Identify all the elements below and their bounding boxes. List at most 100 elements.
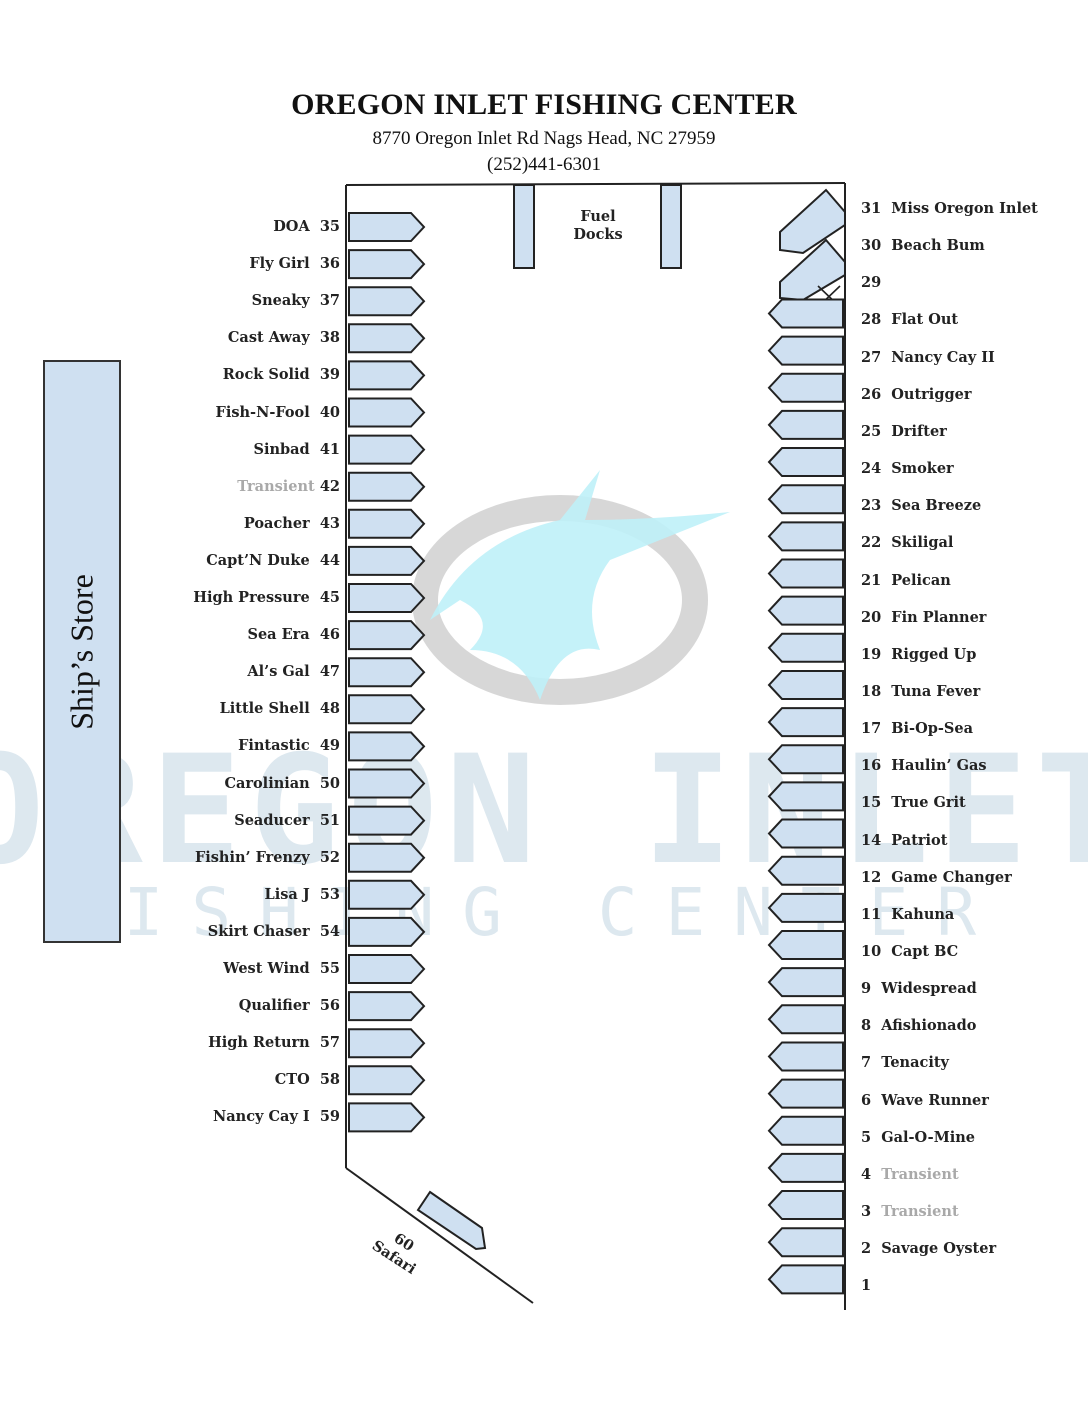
slip-35[interactable] [348, 212, 426, 242]
slip-9[interactable] [767, 967, 844, 998]
slip-number: 53 [319, 885, 340, 903]
slip-number: 48 [319, 700, 340, 718]
slip-25[interactable] [767, 409, 844, 440]
slip-46[interactable] [348, 620, 426, 651]
slip-label-46: Sea Era 46 [247, 626, 340, 644]
slip-53[interactable] [348, 879, 426, 910]
slip-number: 37 [319, 292, 340, 310]
boat-name: Nancy Cay I [213, 1108, 310, 1126]
boat-name: Transient [237, 477, 315, 495]
slip-18[interactable] [767, 669, 844, 700]
slip-number: 2 [861, 1240, 872, 1258]
boat-name: Poacher [243, 514, 310, 532]
slip-52[interactable] [348, 842, 426, 873]
ships-store-label: Ship’s Store [63, 573, 100, 730]
slip-10[interactable] [767, 930, 844, 960]
slip-38[interactable] [348, 323, 426, 354]
slip-label-18: 18 Tuna Fever [861, 683, 980, 701]
slip-label-27: 27 Nancy Cay II [861, 349, 995, 367]
fuel-docks-label: Fuel Docks [567, 208, 629, 244]
slip-59[interactable] [348, 1102, 426, 1133]
slip-11[interactable] [767, 892, 844, 923]
watermark-line-1: OREGON INLET [0, 724, 1088, 898]
boat-name: Patriot [891, 831, 948, 849]
slip-50[interactable] [348, 768, 426, 799]
slip-label-52: Fishin’ Frenzy 52 [195, 849, 340, 867]
slip-8[interactable] [767, 1004, 844, 1035]
slip-51[interactable] [348, 805, 426, 836]
boat-name: Seaducer [234, 811, 310, 829]
slip-label-4: 4 Transient [861, 1166, 959, 1184]
slip-23[interactable] [767, 484, 844, 515]
slip-37[interactable] [348, 286, 426, 317]
slip-48[interactable] [348, 694, 426, 725]
boat-name: Rigged Up [891, 645, 977, 663]
slip-label-30: 30 Beach Bum [861, 237, 985, 255]
slip-26[interactable] [767, 372, 844, 403]
boat-name: Flat Out [891, 311, 959, 329]
slip-label-8: 8 Afishionado [861, 1017, 976, 1035]
slip-label-45: High Pressure 45 [193, 589, 340, 607]
slip-55[interactable] [348, 954, 426, 984]
slip-label-40: Fish-N-Fool 40 [216, 404, 340, 422]
slip-28[interactable] [767, 298, 844, 329]
slip-45[interactable] [348, 583, 426, 613]
slip-label-35: DOA 35 [273, 218, 340, 236]
slip-label-6: 6 Wave Runner [861, 1092, 989, 1110]
slip-42[interactable] [348, 471, 426, 502]
slip-label-57: High Return 57 [208, 1034, 340, 1052]
slip-40[interactable] [348, 397, 426, 428]
slip-3[interactable] [767, 1190, 844, 1221]
slip-43[interactable] [348, 508, 426, 539]
boat-name: Fishin’ Frenzy [194, 848, 310, 866]
slip-39[interactable] [348, 360, 426, 391]
slip-27[interactable] [767, 335, 844, 366]
slip-22[interactable] [767, 521, 844, 552]
slip-44[interactable] [348, 545, 426, 576]
slip-label-26: 26 Outrigger [861, 386, 971, 404]
boat-name: Sinbad [253, 440, 310, 458]
slip-number: 56 [319, 997, 340, 1015]
slip-47[interactable] [348, 657, 426, 688]
slip-15[interactable] [767, 781, 844, 812]
slip-5[interactable] [767, 1115, 844, 1146]
slip-number: 28 [861, 311, 882, 329]
slip-41[interactable] [348, 434, 426, 465]
slip-21[interactable] [767, 558, 844, 589]
slip-6[interactable] [767, 1078, 844, 1109]
slip-49[interactable] [348, 731, 426, 762]
slip-56[interactable] [348, 991, 426, 1022]
slip-4[interactable] [767, 1152, 844, 1183]
slip-31[interactable] [779, 188, 846, 255]
slip-20[interactable] [767, 595, 844, 626]
slip-57[interactable] [348, 1028, 426, 1059]
slip-58[interactable] [348, 1065, 426, 1096]
slip-54[interactable] [348, 916, 426, 947]
slip-2[interactable] [767, 1227, 844, 1258]
boat-name: Sea Era [247, 626, 310, 644]
slip-60[interactable] [416, 1190, 487, 1251]
ships-store[interactable]: Ship’s Store [43, 360, 121, 943]
slip-1[interactable] [767, 1264, 844, 1295]
slip-14[interactable] [767, 818, 844, 849]
slip-36[interactable] [348, 249, 426, 280]
slip-30[interactable] [779, 238, 846, 302]
slip-number: 27 [861, 348, 882, 366]
slip-16[interactable] [767, 744, 844, 775]
slip-number: 52 [319, 848, 340, 866]
boat-name: Drifter [891, 422, 947, 440]
slip-label-36: Fly Girl 36 [249, 255, 340, 273]
slip-19[interactable] [767, 632, 844, 663]
boat-name: True Grit [891, 794, 966, 812]
slip-number: 46 [319, 626, 340, 644]
slip-24[interactable] [767, 447, 844, 478]
slip-number: 16 [861, 757, 882, 775]
slip-number: 9 [861, 980, 872, 998]
slip-label-9: 9 Widespread [861, 980, 977, 998]
slip-7[interactable] [767, 1041, 844, 1072]
slip-12[interactable] [767, 855, 844, 886]
slip-number: 29 [861, 274, 882, 292]
boat-name: High Pressure [193, 589, 310, 606]
slip-17[interactable] [767, 707, 844, 738]
slip-label-38: Cast Away 38 [228, 329, 340, 347]
